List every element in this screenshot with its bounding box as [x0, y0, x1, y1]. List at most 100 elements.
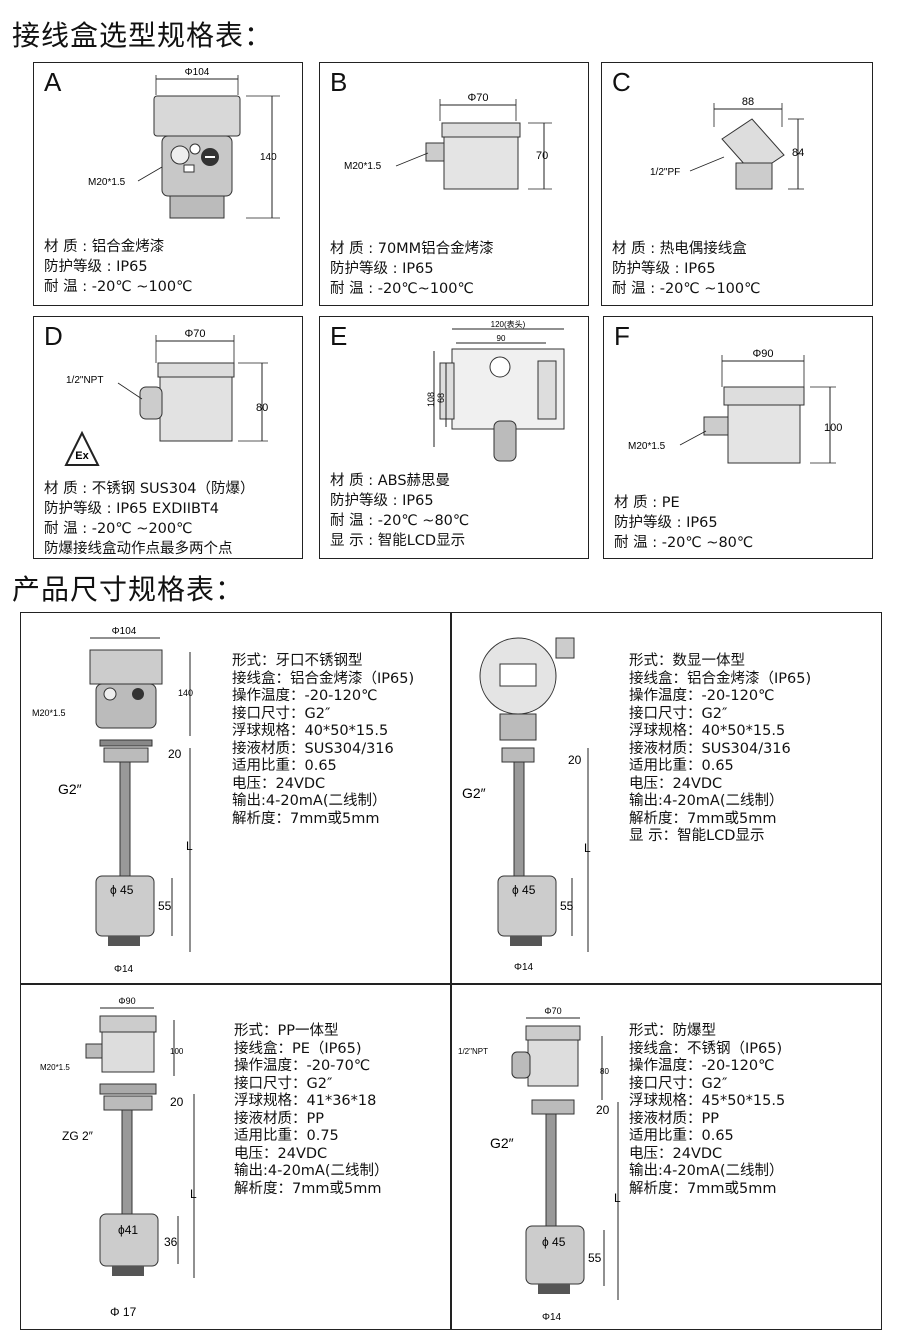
dim-length: L [190, 1187, 197, 1201]
spec-line: 电压：24VDC [629, 1145, 723, 1162]
spec-line: 接线盒：铝合金烤漆（IP65) [629, 670, 812, 687]
spec-line: 显 示：智能LCD显示 [629, 828, 765, 844]
spec-line: 接口尺寸：G2″ [629, 1075, 728, 1092]
spec-line: 电压：24VDC [232, 775, 326, 792]
junction-box-c-drawing: 88 84 1/2"PF [650, 96, 804, 190]
dim-bottom-diameter: Φ14 [114, 964, 134, 975]
dim-width-total: 120(表头) [491, 319, 526, 329]
spec-line: 浮球规格：40*50*15.5 [232, 723, 389, 739]
dim-float-diameter: ϕ 45 [512, 883, 536, 897]
box-letter: F [614, 321, 630, 351]
spec-line: 适用比重：0.65 [629, 1128, 734, 1144]
dim-width-body: 90 [497, 334, 506, 343]
ex-icon: Ex [75, 450, 89, 462]
junction-box-a: A Φ104 140 M20*1.5 材 质 : 铝合金烤漆 防护等级 : IP… [33, 62, 303, 306]
dim-width: 88 [742, 96, 754, 108]
spec-protection: 防护等级 : IP65 EXDIIBT4 [44, 501, 220, 517]
spec-protection: 防护等级 : IP65 [330, 261, 434, 277]
junction-box-e-drawing: 120(表头) 90 108 68 [426, 319, 565, 462]
box-letter: C [612, 67, 631, 97]
spec-temperature: 耐 温 : -20℃ ~200℃ [44, 521, 193, 537]
dim-height: 100 [170, 1047, 184, 1056]
dim-bottom-diameter: Φ14 [514, 962, 534, 973]
dim-thread: M20*1.5 [40, 1063, 70, 1072]
dim-length: L [614, 1191, 621, 1205]
dim-diameter: Φ70 [544, 1006, 561, 1016]
table-divider-horizontal [20, 983, 882, 985]
dim-height-20: 20 [168, 747, 182, 761]
product-4-drawing: Φ70 80 1/2"NPT 20 G2″ L ϕ 45 55 Φ14 [458, 1006, 621, 1323]
dim-diameter: Φ90 [118, 996, 135, 1006]
dim-thread-g: G2″ [490, 1135, 514, 1151]
dim-diameter: Φ70 [467, 92, 488, 104]
spec-material: 材 质 : 不锈钢 SUS304（防爆） [44, 481, 255, 497]
spec-material: 材 质 : 70MM铝合金烤漆 [330, 241, 494, 257]
dim-height: 84 [792, 147, 804, 159]
dim-float-height: 55 [588, 1251, 602, 1265]
spec-line: 形式：数显一体型 [629, 653, 745, 669]
product-4-specs: 形式：防爆型 接线盒：不锈钢（IP65) 操作温度：-20-120℃ 接口尺寸：… [629, 1023, 785, 1198]
dim-length: L [584, 841, 591, 855]
product-1-specs: 形式：牙口不锈钢型 接线盒：铝合金烤漆（IP65) 操作温度：-20-120℃ … [232, 653, 414, 828]
product-2-drawing: 20 G2″ L ϕ 45 55 Φ14 [462, 637, 591, 973]
section-title-product-size: 产品尺寸规格表： [12, 573, 245, 606]
dim-diameter: Φ90 [752, 348, 773, 360]
dim-float-diameter: ϕ 45 [542, 1235, 566, 1249]
spec-list: 材 质 : ABS赫思曼 防护等级 : IP65 耐 温 : -20℃ ~80℃… [330, 471, 469, 551]
spec-list: 材 质 : 热电偶接线盒 防护等级 : IP65 耐 温 : -20℃ ~100… [612, 239, 760, 299]
spec-line: 输出:4-20mA(二线制） [629, 1163, 784, 1179]
spec-line: 形式：防爆型 [629, 1023, 716, 1039]
dim-thread: M20*1.5 [32, 708, 66, 718]
spec-material: 材 质 : 热电偶接线盒 [612, 241, 747, 257]
dim-height: 80 [256, 402, 268, 414]
product-1-drawing: Φ104 140 M20*1.5 20 G2″ L ϕ 45 55 Φ14 [32, 626, 193, 975]
spec-line: 接液材质：PP [234, 1110, 324, 1127]
spec-line: 电压：24VDC [234, 1145, 328, 1162]
spec-line: 浮球规格：41*36*18 [234, 1093, 377, 1109]
spec-line: 浮球规格：40*50*15.5 [629, 723, 786, 739]
dim-height-20: 20 [170, 1095, 184, 1109]
spec-line: 解析度：7mm或5mm [629, 1180, 777, 1197]
spec-line: 适用比重：0.65 [629, 758, 734, 774]
dim-thread: M20*1.5 [344, 161, 382, 172]
dim-height-20: 20 [568, 753, 582, 767]
dim-diameter: Φ70 [184, 328, 205, 340]
product-2-specs: 形式：数显一体型 接线盒：铝合金烤漆（IP65) 操作温度：-20-120℃ 接… [629, 653, 811, 846]
box-letter: D [44, 321, 63, 351]
dim-thread: 1/2"PF [650, 167, 680, 178]
spec-line: 解析度：7mm或5mm [629, 810, 777, 827]
spec-line: 接口尺寸：G2″ [629, 705, 728, 722]
dim-height-body: 68 [436, 393, 446, 403]
dim-float-height: 36 [164, 1235, 178, 1249]
section-title-junction-box: 接线盒选型规格表： [12, 19, 274, 52]
spec-temperature: 耐 温 : -20℃ ~80℃ [330, 513, 470, 529]
junction-box-f: F Φ90 100 M20*1.5 材 质 : PE 防护等级 : IP65 耐… [603, 316, 873, 559]
spec-line: 形式：PP一体型 [234, 1023, 339, 1039]
spec-line: 接线盒：铝合金烤漆（IP65) [232, 670, 415, 687]
dim-height: 140 [260, 152, 277, 163]
spec-protection: 防护等级 : IP65 [614, 515, 718, 531]
dim-height-total: 108 [426, 392, 436, 407]
box-letter: E [330, 321, 348, 351]
spec-line: 输出:4-20mA(二线制） [629, 793, 784, 809]
spec-line: 接口尺寸：G2″ [234, 1075, 333, 1092]
spec-material: 材 质 : ABS赫思曼 [330, 473, 451, 489]
spec-line: 操作温度：-20-120℃ [232, 688, 378, 704]
box-letter: A [44, 67, 62, 97]
spec-line: 浮球规格：45*50*15.5 [629, 1093, 786, 1109]
spec-temperature: 耐 温 : -20℃ ~100℃ [44, 279, 193, 295]
spec-protection: 防护等级 : IP65 [612, 261, 716, 277]
table-divider-vertical [450, 612, 452, 1330]
dim-diameter: Φ104 [185, 67, 210, 78]
spec-line: 操作温度：-20-120℃ [629, 688, 775, 704]
spec-display: 显 示 : 智能LCD显示 [330, 533, 466, 549]
spec-list: 材 质 : 70MM铝合金烤漆 防护等级 : IP65 耐 温 : -20℃~1… [330, 239, 494, 299]
spec-temperature: 耐 温 : -20℃ ~100℃ [612, 281, 761, 297]
junction-box-c: C 88 84 1/2"PF 材 质 : 热电偶接线盒 防护等级 : IP65 … [601, 62, 873, 306]
spec-material: 材 质 : 铝合金烤漆 [44, 239, 165, 255]
spec-line: 接液材质：PP [629, 1110, 719, 1127]
dim-height: 140 [178, 688, 193, 698]
product-3-specs: 形式：PP一体型 接线盒：PE（IP65) 操作温度：-20-70℃ 接口尺寸：… [234, 1023, 389, 1198]
junction-box-f-drawing: Φ90 100 M20*1.5 [628, 348, 842, 464]
dim-thread: 1/2"NPT [458, 1047, 488, 1056]
